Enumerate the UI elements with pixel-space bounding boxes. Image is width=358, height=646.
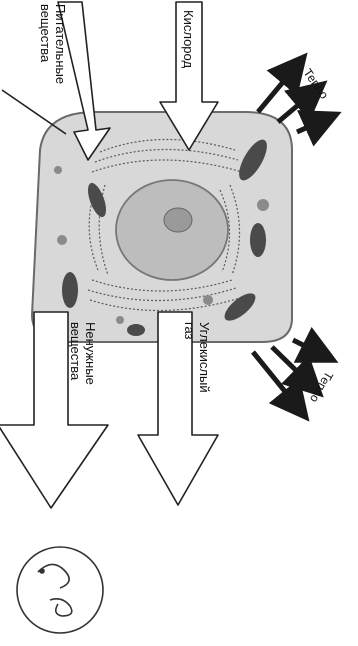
oxygen-label: Кислород — [181, 10, 196, 68]
co2-label-line1: Углекислый — [197, 322, 212, 393]
nutrients-label: Питательные вещества — [38, 4, 68, 84]
nutrients-label-line2: вещества — [38, 4, 53, 84]
co2-label-line2: газ — [182, 322, 197, 393]
co2-label: Углекислый газ — [182, 322, 212, 393]
nucleolus — [164, 208, 192, 232]
handwritten-mark — [17, 547, 103, 633]
waste-label-line1: Ненужные — [83, 322, 98, 385]
nutrients-label-line1: Питательные — [53, 4, 68, 84]
waste-label: Ненужные вещества — [68, 322, 98, 385]
oxygen-label-text: Кислород — [181, 10, 196, 68]
waste-label-line2: вещества — [68, 322, 83, 385]
